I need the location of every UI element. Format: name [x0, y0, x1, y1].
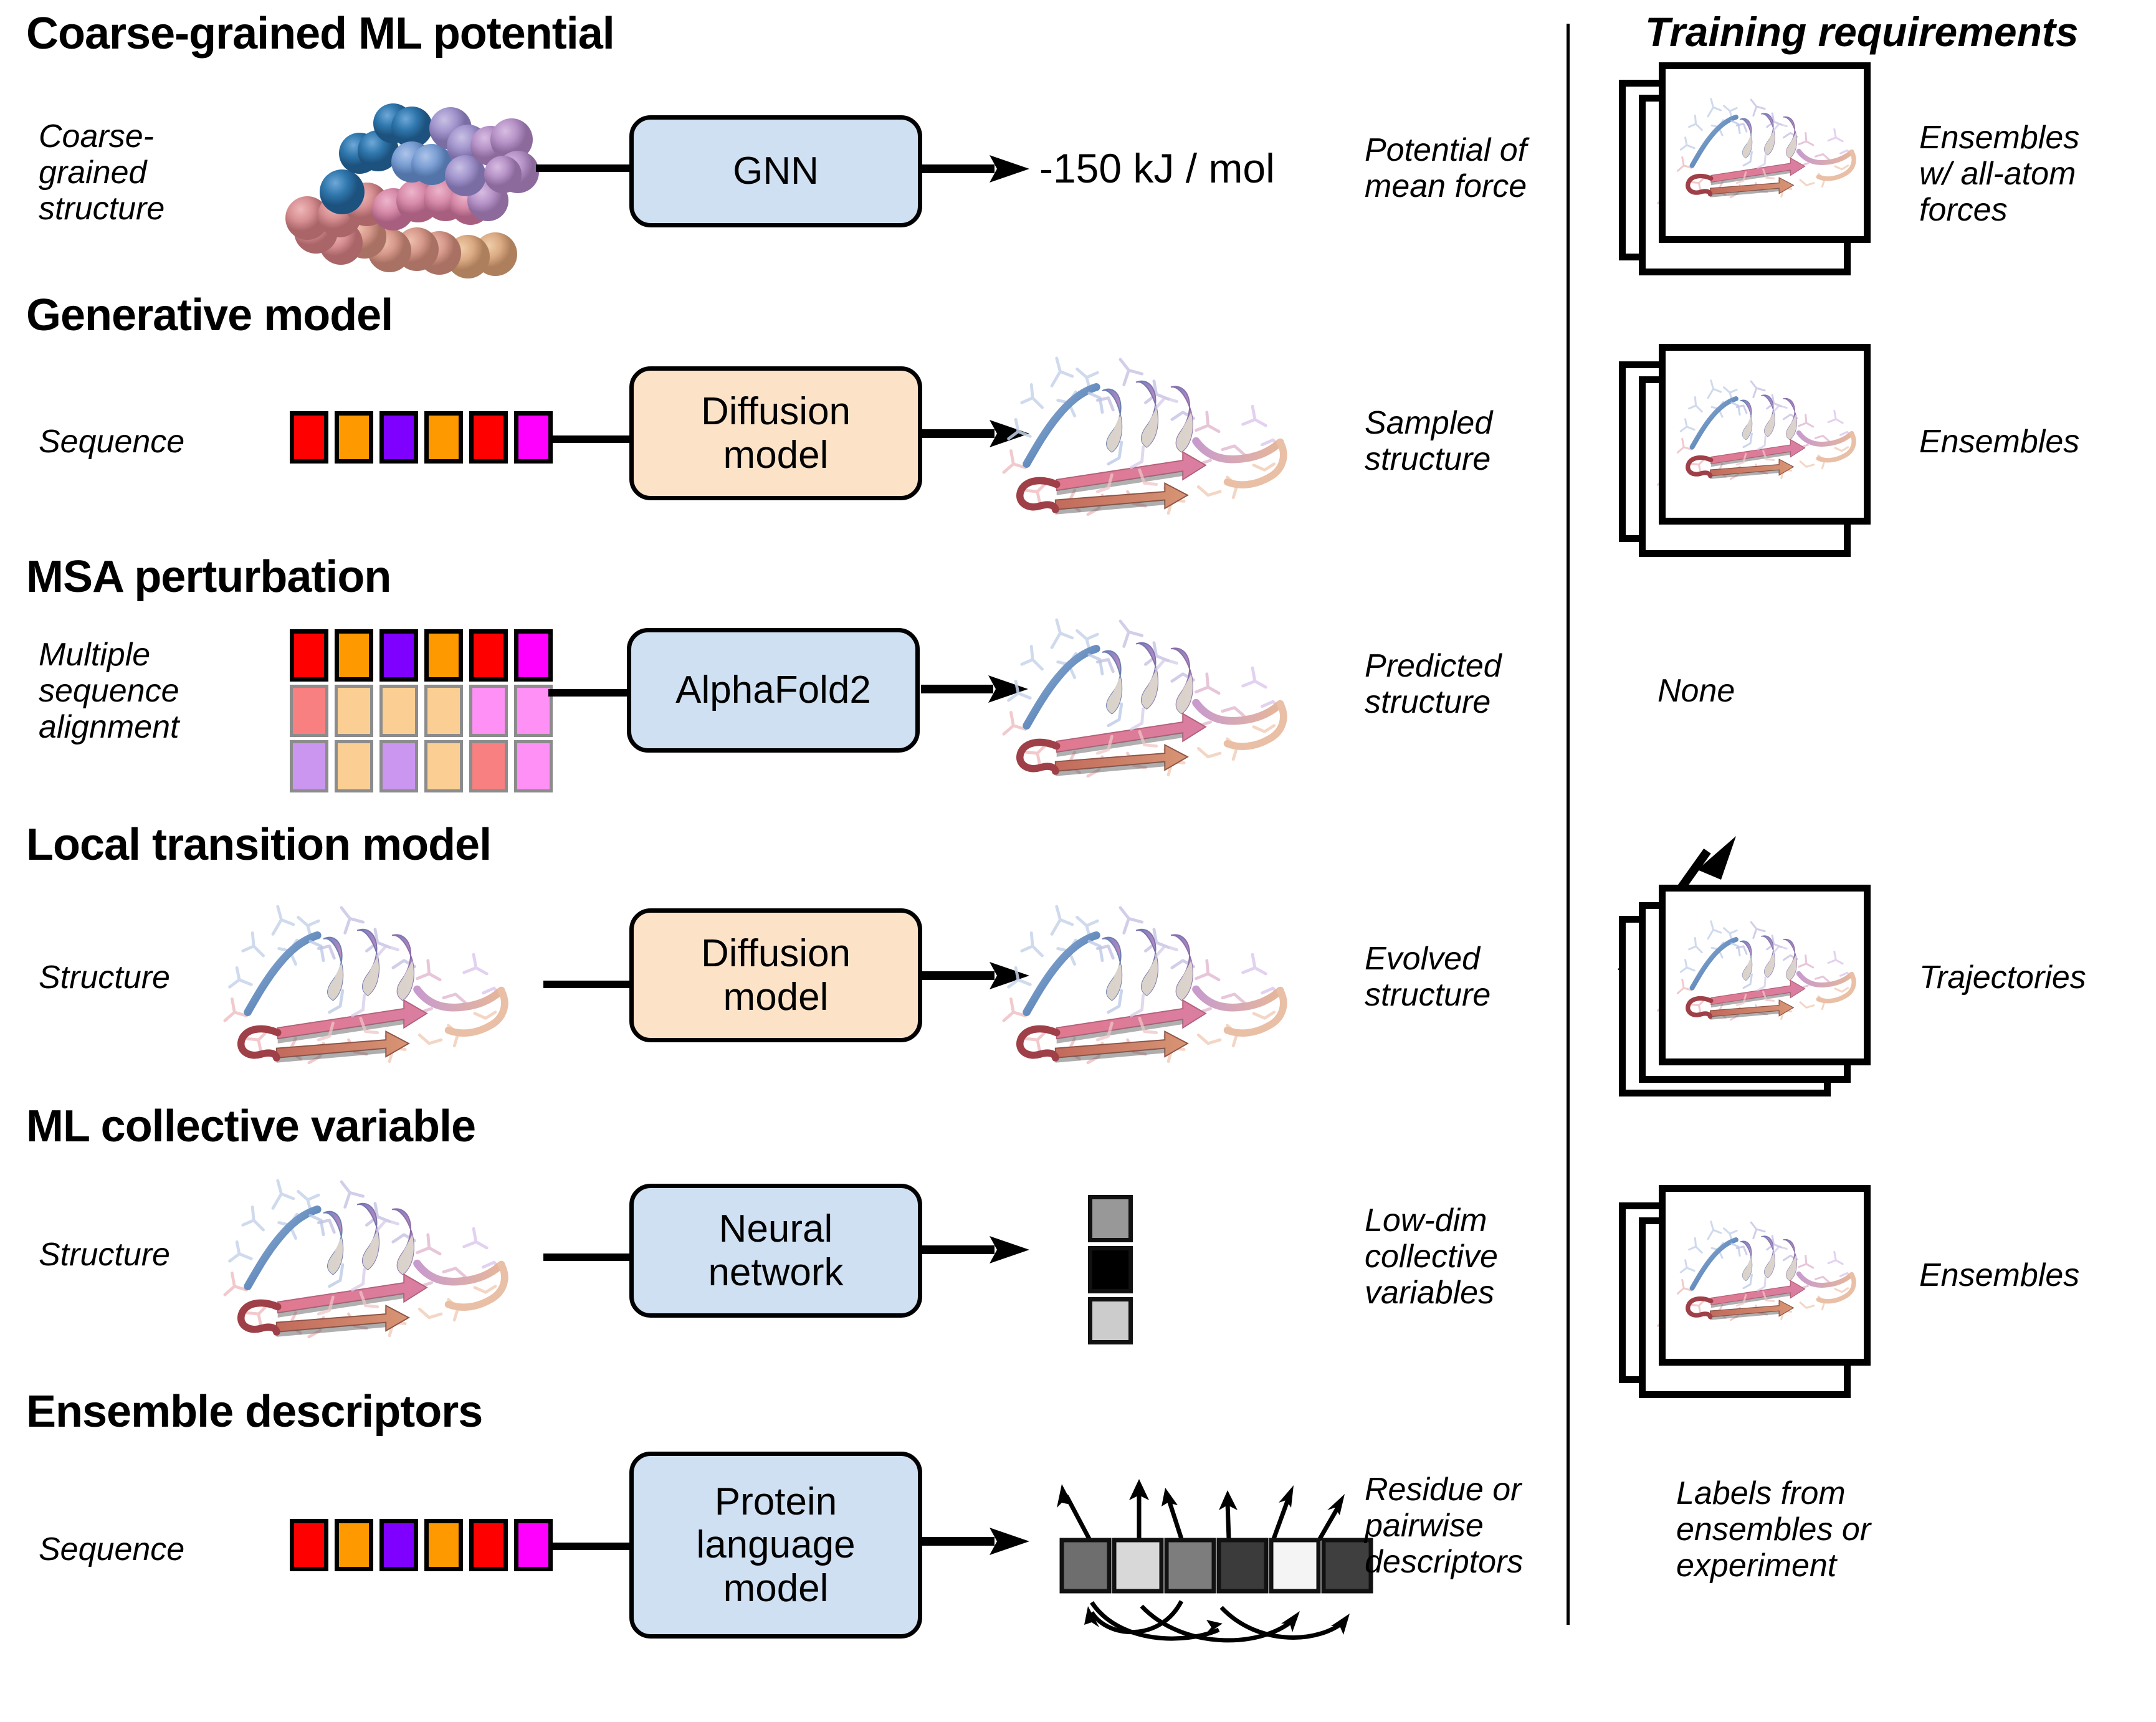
output-value-potential-of-mean-force: -150 kJ / mol: [1039, 145, 1275, 191]
training-requirement-row4: Trajectories: [1919, 959, 2086, 996]
arrow-model-to-output-row3: [921, 675, 1028, 703]
arrow-input-to-model-row6: [548, 1543, 636, 1550]
protein-structure-row3: [985, 579, 1321, 829]
msa-cell: [514, 740, 553, 792]
column-divider: [1567, 24, 1570, 1625]
sequence-tiles-row2: [290, 411, 559, 464]
training-requirement-row5: Ensembles: [1919, 1257, 2080, 1293]
sequence-tile: [335, 411, 373, 464]
msa-row: [290, 740, 559, 792]
msa-cell: [379, 629, 418, 682]
protein-structure-input-row5: [206, 1140, 542, 1389]
output-note-sampled-structure: Sampled structure: [1365, 405, 1493, 478]
collective-variable-tiles: [1088, 1195, 1133, 1348]
sequence-tile: [424, 411, 463, 464]
coarse-grained-beads-icon: [285, 103, 539, 278]
sequence-tile: [469, 411, 508, 464]
msa-cell: [335, 740, 373, 792]
output-note-predicted-structure: Predicted structure: [1365, 648, 1502, 721]
ensemble-stack-card-front-row5: [1659, 1185, 1871, 1366]
row-title-local-transition-model: Local transition model: [26, 820, 492, 870]
arrow-model-to-output-row1: [922, 155, 1029, 183]
msa-row: [290, 685, 559, 737]
sequence-tile: [335, 1519, 373, 1571]
input-label-structure-row4: Structure: [39, 959, 170, 996]
trajectory-stack-card-front: [1659, 885, 1871, 1065]
arrow-model-to-output-row6: [922, 1528, 1029, 1555]
model-box-neural-network[interactable]: Neural network: [629, 1184, 922, 1318]
input-label-multiple-sequence-alignment: Multiple sequence alignment: [39, 637, 179, 746]
msa-cell: [290, 685, 328, 737]
msa-cell: [514, 629, 553, 682]
arrow-model-to-output-row5: [922, 1236, 1029, 1263]
msa-cell: [290, 740, 328, 792]
sequence-tile: [514, 411, 553, 464]
model-box-gnn[interactable]: GNN: [629, 115, 922, 227]
sequence-tile: [424, 1519, 463, 1571]
arrow-input-to-model-row2: [548, 435, 636, 443]
msa-grid: [290, 629, 559, 792]
protein-structure-output-row4: [985, 866, 1321, 1115]
training-requirement-row1: Ensembles w/ all-atom forces: [1919, 120, 2080, 229]
input-label-coarse-grained-structure: Coarse- grained structure: [39, 118, 165, 227]
sequence-tiles-row6: [290, 1519, 559, 1571]
training-requirement-row2: Ensembles: [1919, 424, 2080, 460]
sequence-tile: [379, 411, 418, 464]
sequence-tile: [379, 1519, 418, 1571]
descriptor-output-group: [1057, 1479, 1373, 1643]
msa-cell: [424, 629, 463, 682]
training-requirement-row6: Labels from ensembles or experiment: [1676, 1475, 1871, 1584]
input-label-sequence-row6: Sequence: [39, 1531, 185, 1567]
collective-variable-tile: [1088, 1246, 1133, 1293]
msa-cell: [335, 629, 373, 682]
msa-cell: [469, 629, 508, 682]
output-note-residue-or-pairwise-descriptors: Residue or pairwise descriptors: [1365, 1472, 1524, 1581]
msa-cell: [335, 685, 373, 737]
protein-structure-row2: [985, 318, 1321, 567]
row-title-generative-model: Generative model: [26, 290, 393, 340]
arrow-input-to-model-row4: [543, 981, 634, 988]
arrow-input-to-model-row1: [536, 164, 636, 172]
model-box-alphafold2[interactable]: AlphaFold2: [627, 628, 920, 753]
ensemble-stack-card-front-row2: [1659, 344, 1871, 525]
msa-cell: [379, 685, 418, 737]
sequence-tile: [514, 1519, 553, 1571]
msa-row: [290, 629, 559, 682]
msa-cell: [469, 740, 508, 792]
model-box-diffusion-model-row2[interactable]: Diffusion model: [629, 366, 922, 500]
collective-variable-tile: [1088, 1195, 1133, 1242]
output-note-potential-of-mean-force: Potential of mean force: [1365, 132, 1527, 205]
msa-cell: [379, 740, 418, 792]
row-title-ml-collective-variable: ML collective variable: [26, 1101, 476, 1151]
arrow-model-to-output-row2: [922, 420, 1029, 447]
sequence-tile: [469, 1519, 508, 1571]
output-note-low-dim-collective-variables: Low-dim collective variables: [1365, 1202, 1498, 1311]
row-title-msa-perturbation: MSA perturbation: [26, 552, 391, 602]
output-note-evolved-structure: Evolved structure: [1365, 941, 1491, 1014]
arrow-input-to-model-row3: [548, 689, 636, 697]
descriptor-tiles: [1059, 1538, 1373, 1594]
protein-structure-input-row4: [206, 866, 542, 1115]
collective-variable-tile: [1088, 1297, 1133, 1344]
input-label-sequence-row2: Sequence: [39, 424, 185, 460]
msa-cell: [514, 685, 553, 737]
training-requirements-title: Training requirements: [1645, 9, 2079, 55]
row-title-ensemble-descriptors: Ensemble descriptors: [26, 1387, 483, 1437]
ensemble-stack-card-front-row1: [1659, 62, 1871, 243]
msa-cell: [469, 685, 508, 737]
msa-cell: [290, 629, 328, 682]
input-label-structure-row5: Structure: [39, 1237, 170, 1273]
row-title-coarse-grained-ml-potential: Coarse-grained ML potential: [26, 9, 615, 59]
arrow-input-to-model-row5: [543, 1253, 634, 1261]
msa-cell: [424, 740, 463, 792]
sequence-tile: [290, 411, 328, 464]
arrow-model-to-output-row4: [922, 962, 1029, 989]
model-box-diffusion-model-row4[interactable]: Diffusion model: [629, 908, 922, 1042]
model-box-protein-language-model[interactable]: Protein language model: [629, 1452, 922, 1639]
msa-cell: [424, 685, 463, 737]
sequence-tile: [290, 1519, 328, 1571]
training-requirement-row3: None: [1658, 673, 1735, 709]
